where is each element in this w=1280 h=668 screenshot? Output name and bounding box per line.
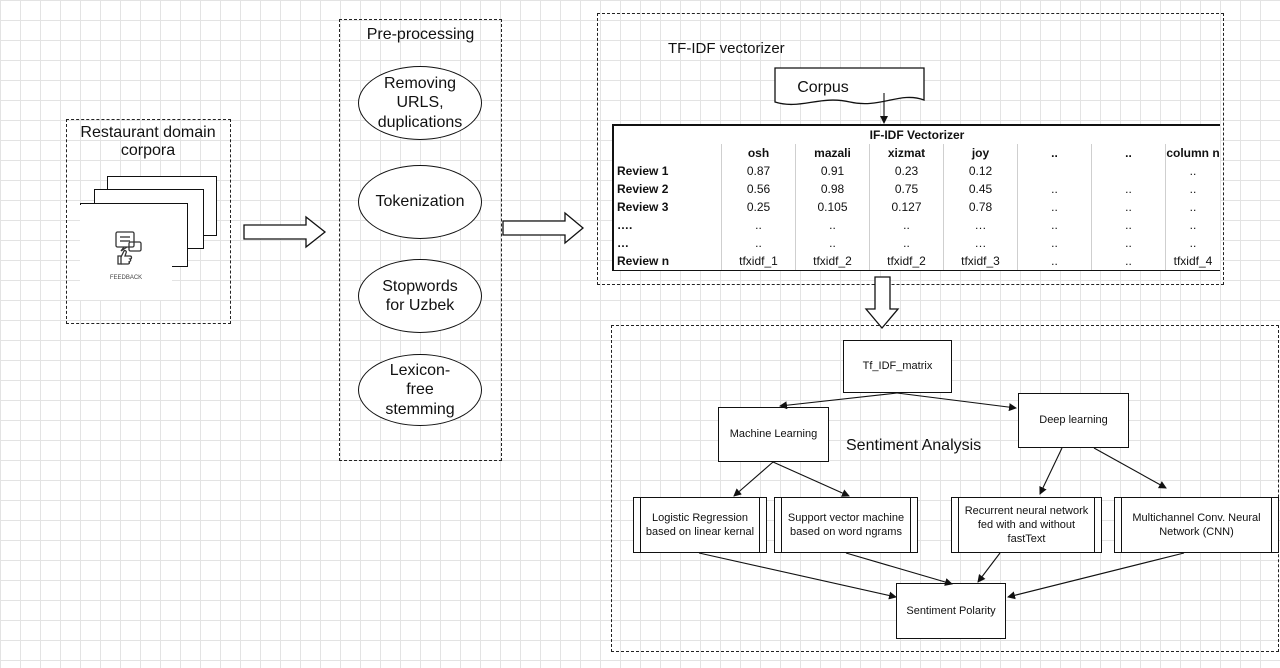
- table-cell: …: [612, 234, 722, 252]
- tokenization-step: Tokenization: [358, 165, 482, 239]
- sentiment-analysis-panel: [611, 325, 1279, 652]
- table-row: Review 1 0.87 0.91 0.23 0.12 ..: [612, 162, 1220, 180]
- table-cell: tfxidf_2: [869, 252, 944, 271]
- table-cell: …: [943, 234, 1018, 252]
- table-cell: tfxidf_3: [943, 252, 1018, 271]
- table-caption-row: IF-IDF Vectorizer: [612, 124, 1220, 144]
- table-cell: 0.127: [869, 198, 944, 216]
- table-cell: ..: [1091, 216, 1166, 234]
- header-cell: [612, 144, 722, 162]
- table-cell: ..: [1017, 234, 1092, 252]
- restaurant-corpora-panel: [66, 119, 231, 324]
- table-cell: ..: [795, 216, 870, 234]
- table-cell: ..: [795, 234, 870, 252]
- header-cell: osh: [721, 144, 796, 162]
- header-cell: ..: [1017, 144, 1092, 162]
- table-cell: Review 1: [612, 162, 722, 180]
- table-cell: ….: [612, 216, 722, 234]
- table-cell: 0.56: [721, 180, 796, 198]
- table-cell: 0.105: [795, 198, 870, 216]
- table-row: Review 2 0.56 0.98 0.75 0.45 .. .. ..: [612, 180, 1220, 198]
- cnn-node: Multichannel Conv. Neural Network (CNN): [1114, 497, 1279, 553]
- header-cell: column n: [1165, 144, 1220, 162]
- table-cell: 0.25: [721, 198, 796, 216]
- table-caption: IF-IDF Vectorizer: [612, 124, 1220, 144]
- table-cell: 0.78: [943, 198, 1018, 216]
- table-row: … .. .. .. … .. .. ..: [612, 234, 1220, 252]
- table-cell: 0.23: [869, 162, 944, 180]
- svm-node: Support vector machine based on word ngr…: [774, 497, 918, 553]
- table-cell: …: [943, 216, 1018, 234]
- table-cell: ..: [1091, 198, 1166, 216]
- table-cell: ..: [1017, 216, 1092, 234]
- stemming-step: Lexicon-free stemming: [358, 354, 482, 426]
- table-cell: 0.12: [943, 162, 1018, 180]
- header-cell: joy: [943, 144, 1018, 162]
- table-cell: ..: [1017, 198, 1092, 216]
- table-cell: 0.98: [795, 180, 870, 198]
- table-cell: ..: [1165, 162, 1220, 180]
- table-cell: ..: [1165, 234, 1220, 252]
- table-cell: Review 2: [612, 180, 722, 198]
- table-cell: [1017, 162, 1092, 180]
- stopwords-step: Stopwords for Uzbek: [358, 259, 482, 333]
- table-cell: ..: [1017, 180, 1092, 198]
- table-cell: ..: [721, 234, 796, 252]
- table-cell: ..: [1165, 180, 1220, 198]
- table-cell: tfxidf_4: [1165, 252, 1220, 271]
- table-cell: ..: [1091, 180, 1166, 198]
- corpus-label: Corpus: [797, 79, 849, 96]
- table-cell: ..: [1165, 198, 1220, 216]
- tfidf-table: IF-IDF Vectorizer osh mazali xizmat joy …: [612, 124, 1220, 271]
- sentiment-analysis-title: Sentiment Analysis: [846, 437, 982, 454]
- table-cell: 0.91: [795, 162, 870, 180]
- table-cell: ..: [1165, 216, 1220, 234]
- table-cell: ..: [869, 234, 944, 252]
- removing-urls-step: Removing URLS, duplications: [358, 66, 482, 140]
- machine-learning-node: Machine Learning: [718, 407, 829, 462]
- restaurant-corpora-title: Restaurant domain corpora: [80, 124, 216, 160]
- header-cell: ..: [1091, 144, 1166, 162]
- table-cell: Review n: [612, 252, 722, 271]
- rnn-node: Recurrent neural network fed with and wi…: [951, 497, 1102, 553]
- table-row: Review n tfxidf_1 tfxidf_2 tfxidf_2 tfxi…: [612, 252, 1220, 271]
- sentiment-polarity-node: Sentiment Polarity: [896, 583, 1006, 639]
- table-cell: ..: [1017, 252, 1092, 271]
- header-cell: xizmat: [869, 144, 944, 162]
- table-cell: Review 3: [612, 198, 722, 216]
- preprocessing-title: Pre-processing: [366, 26, 475, 43]
- table-cell: [1091, 162, 1166, 180]
- table-row: Review 3 0.25 0.105 0.127 0.78 .. .. ..: [612, 198, 1220, 216]
- table-cell: tfxidf_1: [721, 252, 796, 271]
- feedback-icon-label: FEEDBACK: [109, 275, 143, 281]
- table-header-row: osh mazali xizmat joy .. .. column n: [612, 144, 1220, 162]
- deep-learning-node: Deep learning: [1018, 393, 1129, 448]
- table-cell: 0.45: [943, 180, 1018, 198]
- tfidf-matrix-node: Tf_IDF_matrix: [843, 340, 952, 393]
- table-row: …. .. .. .. … .. .. ..: [612, 216, 1220, 234]
- table-cell: ..: [1091, 252, 1166, 271]
- logistic-regression-node: Logistic Regression based on linear kern…: [633, 497, 767, 553]
- table-cell: ..: [869, 216, 944, 234]
- tfidf-panel: [597, 13, 1224, 285]
- table-cell: 0.75: [869, 180, 944, 198]
- table-cell: ..: [1091, 234, 1166, 252]
- table-cell: 0.87: [721, 162, 796, 180]
- table-cell: tfxidf_2: [795, 252, 870, 271]
- feedback-card: [80, 205, 172, 300]
- table-cell: ..: [721, 216, 796, 234]
- tfidf-title: TF-IDF vectorizer: [668, 40, 785, 57]
- preprocessing-panel: [339, 19, 502, 461]
- header-cell: mazali: [795, 144, 870, 162]
